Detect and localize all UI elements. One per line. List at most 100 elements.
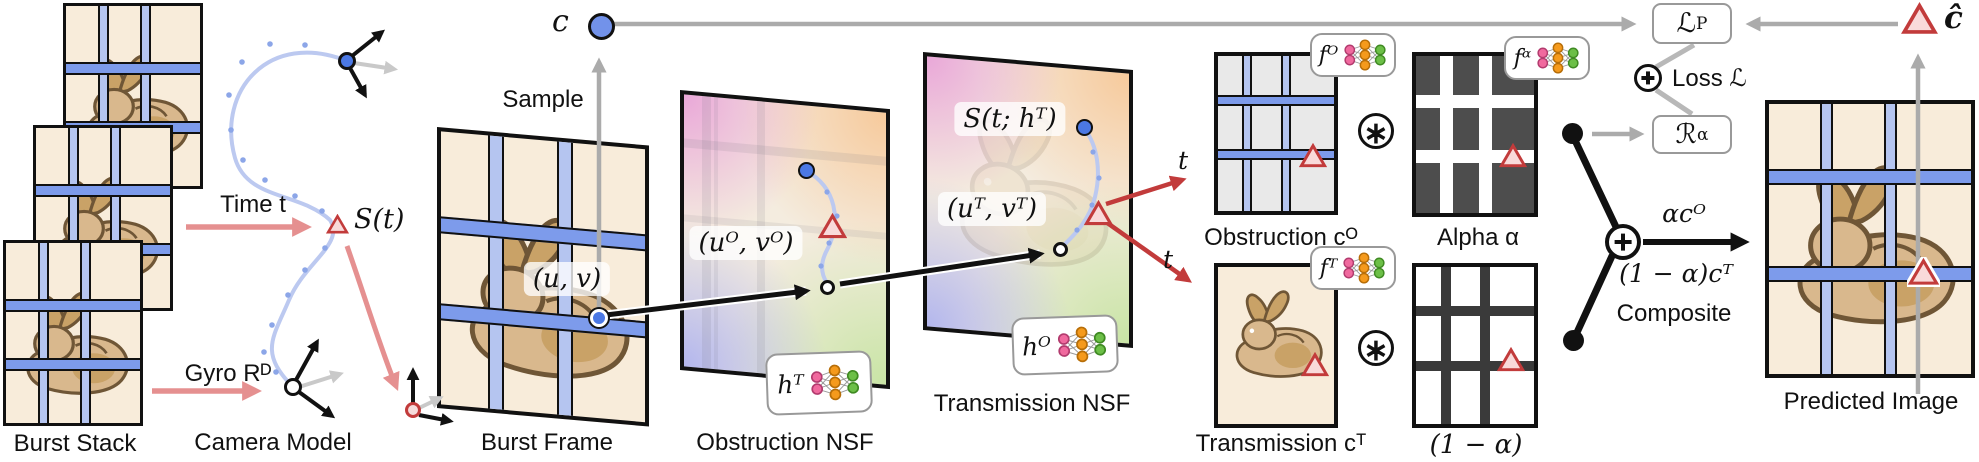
pose-to-frame-curved-arrow xyxy=(344,245,400,391)
alpha-bar xyxy=(1479,267,1490,424)
mlp-icon xyxy=(1537,42,1579,74)
h-obstruction-box: hᴼ xyxy=(1011,314,1119,376)
predicted-image-panel xyxy=(1765,100,1975,378)
uv-obstruction-label: (uᴼ, vᴼ) xyxy=(689,226,803,260)
camera-pose-axes-bottom xyxy=(294,338,344,419)
caption-obstruction-nsf: Obstruction NSF xyxy=(696,429,874,456)
alpha-bar xyxy=(1478,56,1492,213)
fence-bar xyxy=(109,128,121,308)
mlp-icon xyxy=(810,364,859,401)
camera-pose-axes-top xyxy=(348,29,399,99)
bunny-illustration xyxy=(1771,163,1969,328)
alpha-bar xyxy=(1416,95,1534,109)
fence-bar xyxy=(1242,56,1253,211)
camera-node-red xyxy=(405,402,421,418)
c-hat-triangle xyxy=(1901,2,1938,34)
f-obstruction-box: fᴼ xyxy=(1310,33,1396,77)
one-minus-alpha-triangle xyxy=(1497,347,1525,372)
caption-predicted-image: Predicted Image xyxy=(1783,388,1959,415)
h-obstruction-label: hᴼ xyxy=(1021,330,1052,361)
fence-bar xyxy=(36,183,170,197)
sample-label: Sample xyxy=(502,86,584,113)
obstruction-spline-start-dot xyxy=(798,162,815,179)
caption-transmission-c: Transmission cᵀ xyxy=(1195,430,1367,457)
h-transmission-label: hᵀ xyxy=(776,369,805,399)
transmission-color-triangle xyxy=(1301,352,1329,377)
junction-dot-bottom xyxy=(1563,330,1584,351)
c-label: c xyxy=(552,4,569,39)
mlp-icon xyxy=(1057,326,1107,363)
alpha-c-obstruction-label: αcᴼ xyxy=(1662,199,1706,228)
obstruction-sample-dot xyxy=(820,280,835,295)
reg-alpha-sub: α xyxy=(1697,124,1709,145)
fence-bar xyxy=(1819,104,1833,374)
composite-link-bottom xyxy=(1570,252,1616,343)
transmission-sample-dot xyxy=(1053,242,1068,257)
composite-link-top xyxy=(1568,130,1621,233)
transmission-nsf-triangle xyxy=(1084,200,1113,226)
f-alpha-label: fᵅ xyxy=(1513,45,1532,71)
loss-link-bottom xyxy=(1654,87,1694,117)
sample-point xyxy=(590,309,608,327)
alpha-bar xyxy=(1439,56,1453,213)
alpha-bar xyxy=(1416,306,1534,317)
fence-bar xyxy=(38,243,50,423)
transmission-color-panel xyxy=(1214,263,1338,428)
f-alpha-box: fᵅ xyxy=(1504,36,1590,80)
fence-bar xyxy=(68,128,80,308)
fence-bar xyxy=(6,358,140,372)
mlp-icon xyxy=(1344,39,1386,71)
spline-pose-label: S(t) xyxy=(354,204,405,235)
obstruction-color-triangle xyxy=(1299,143,1327,168)
fence-bar xyxy=(66,61,200,75)
fence-bar xyxy=(1769,266,1971,282)
convolution-icon-top: ∗ xyxy=(1358,113,1394,149)
transmission-spline-start-dot xyxy=(1076,119,1093,136)
obstruction-color-panel xyxy=(1214,52,1338,215)
h-transmission-box: hᵀ xyxy=(764,350,874,416)
caption-burst-frame: Burst Frame xyxy=(480,429,614,456)
caption-alpha: Alpha α xyxy=(1437,224,1519,251)
ghost-grid-line xyxy=(682,137,888,166)
alpha-panel xyxy=(1412,52,1538,217)
caption-camera-model: Camera Model xyxy=(194,429,352,456)
convolution-icon-bottom: ∗ xyxy=(1358,330,1394,366)
loss-label: Loss ℒ xyxy=(1672,65,1747,92)
fence-bar xyxy=(79,243,91,423)
fence-bar xyxy=(1280,56,1291,211)
camera-node-blue xyxy=(338,52,356,70)
c-node xyxy=(588,13,615,40)
spline-pose-h-label: S(t; hᵀ) xyxy=(954,102,1066,136)
obstruction-nsf-triangle xyxy=(818,213,847,239)
burst-stack-frame-3 xyxy=(3,240,143,426)
fence-bar xyxy=(139,6,151,186)
mlp-icon xyxy=(1343,252,1385,284)
fence-bar xyxy=(1218,149,1334,160)
loss-sum-node xyxy=(1634,64,1662,92)
caption-composite: Composite xyxy=(1616,300,1732,327)
junction-dot-top xyxy=(1562,123,1583,144)
predicted-image-triangle xyxy=(1907,257,1940,287)
fence-bar xyxy=(6,298,140,312)
gyro-label: Gyro Rᴰ xyxy=(184,360,272,387)
pose-triangle xyxy=(326,214,349,234)
caption-one-minus-alpha: (1 − α) xyxy=(1429,430,1523,460)
f-transmission-box: fᵀ xyxy=(1310,246,1396,290)
fence-bar xyxy=(1218,94,1334,106)
fence-bar xyxy=(487,133,504,412)
uv-transmission-label: (uᵀ, vᵀ) xyxy=(937,192,1047,226)
one-minus-alpha-c-transmission-label: (1 − α)cᵀ xyxy=(1619,259,1733,288)
time-label: Time t xyxy=(220,191,286,218)
fence-bar xyxy=(1884,104,1898,374)
reg-alpha-base: ℛ xyxy=(1675,119,1698,150)
alpha-bar xyxy=(1416,361,1534,372)
t-upper-label: t xyxy=(1178,146,1189,175)
one-minus-alpha-panel xyxy=(1412,263,1538,428)
f-transmission-label: fᵀ xyxy=(1319,255,1338,281)
alpha-bar xyxy=(1440,267,1451,424)
composite-sum-node xyxy=(1605,224,1641,260)
t-lower-label: t xyxy=(1163,245,1174,274)
